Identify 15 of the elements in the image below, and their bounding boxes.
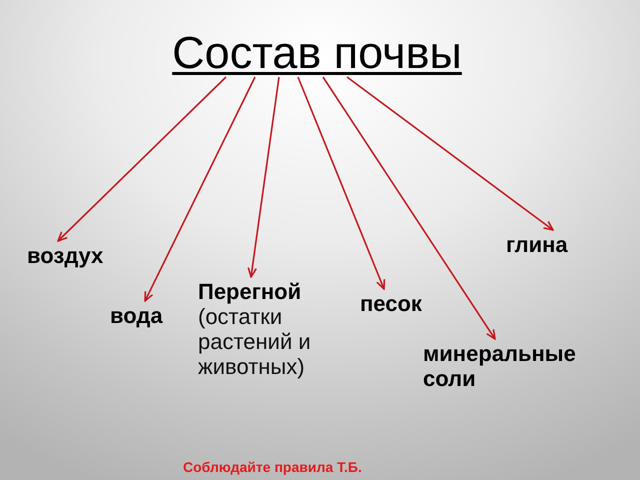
component-label: воздух	[27, 243, 104, 268]
arrow	[297, 76, 386, 290]
arrow	[57, 76, 227, 242]
component-label: глина	[506, 232, 568, 257]
heading: Состав почвы	[172, 30, 462, 75]
component-label: песок	[360, 291, 422, 316]
arrow	[346, 76, 554, 231]
component-label: вода	[110, 303, 163, 328]
component-label: минеральные соли	[423, 341, 603, 391]
arrow	[247, 76, 280, 278]
note-text: Соблюдайте правила Т.Б.	[183, 459, 362, 476]
arrow	[322, 76, 496, 340]
arrow	[144, 76, 256, 302]
description-text: (остатки растений и животных)	[198, 304, 312, 379]
component-label: Перегной	[198, 279, 302, 304]
